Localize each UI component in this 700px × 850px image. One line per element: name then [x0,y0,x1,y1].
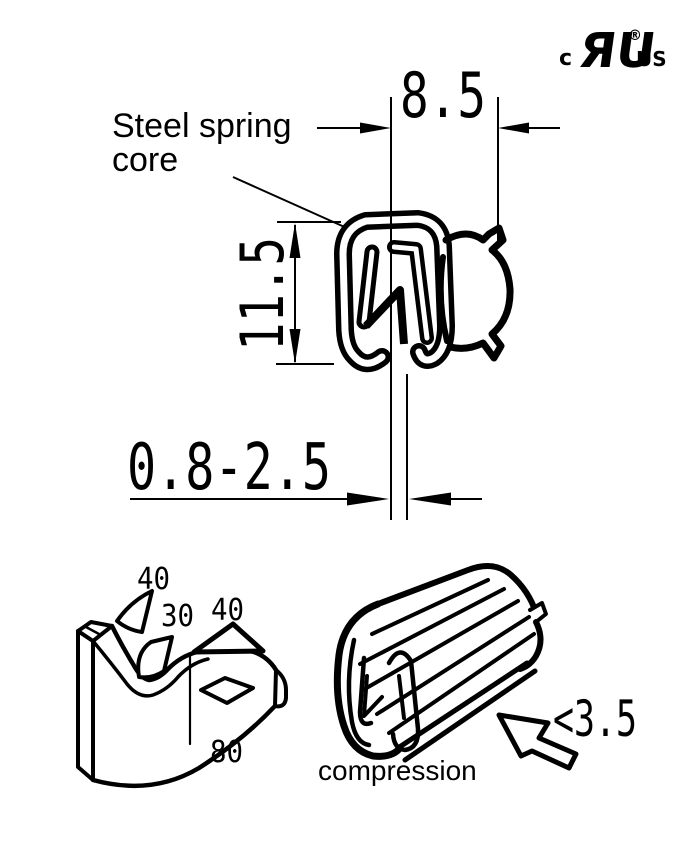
seal-3d-bottom-edge-2 [402,668,538,763]
seal-3d-streak-2 [358,587,506,666]
seal-3d-front-cap [333,600,404,760]
seal-3d-thorn [528,601,548,624]
arrow-8-5-right [498,122,529,134]
dimension-arrows [289,122,529,506]
arrow-gap-right [409,492,451,506]
strip-end-face [273,668,288,709]
gripper-fin-right-core [391,244,430,341]
arrow-11-5-bottom [289,329,301,364]
bend-marker-diamond [199,676,255,705]
ul-monogram-icon: ЯU [575,23,659,79]
callout-leader-line [232,176,350,230]
callout-steel-spring-line2: core [112,141,178,179]
registered-trademark-icon: ® [628,28,642,44]
dim-top-width-text: 8.5 [400,59,486,132]
seal-3d-streak-1 [370,578,490,636]
seal-3d-section-inner-wall [346,637,372,748]
bend-radius-bottom-text: 80 [210,735,243,770]
bend-marker-fin-left [115,589,154,634]
arrow-gap-left [347,492,389,506]
seal-3d-view [333,563,579,771]
compression-caption: compression [318,755,477,786]
bulb-inner-wall [437,254,450,344]
bend-radius-right-text: 40 [211,593,244,628]
gripper-fin-left-core [361,249,375,325]
dim-profile-height-text: 11.5 [228,237,298,351]
cul-c-text: c [559,46,572,71]
bend-radius-middle-text: 30 [161,599,194,634]
strip-bottom-edge [90,703,278,789]
dim-compression-text: <3.5 [553,690,637,748]
seal-3d-streak-5 [387,632,536,735]
seal-3d-section-lip [357,655,374,727]
gripper-tooth [363,286,408,345]
bend-marker-fin-middle [136,635,174,680]
seal-3d-section-line [397,674,406,720]
seal-3d-back-arc [517,619,544,672]
bend-marker-triangle [191,621,266,655]
arrow-11-5-top [289,223,301,258]
bend-radius-left-text: 40 [137,562,170,597]
arrow-8-5-left [360,122,391,134]
cul-us-text: US [636,47,667,71]
compression-arrow [496,712,579,771]
seal-3d-streak-3 [361,599,520,692]
dim-panel-range-text: 0.8-2.5 [127,431,331,505]
seal-3d-top-edge [375,563,539,616]
seal-3d-section-right-leg [386,650,421,753]
strip-slab-top-line [84,625,101,636]
strip-slab-front [76,629,95,782]
seal-3d-section-tooth [362,674,384,718]
callout-steel-spring-line1: Steel spring [112,107,292,145]
cul-us-certification-mark: c ЯU ® US [559,23,667,79]
profile-cross-section [334,210,514,373]
strip-thickness-edge [91,639,210,698]
bend-radius-sketch [76,589,288,789]
bulb-seal-outline [442,224,514,362]
